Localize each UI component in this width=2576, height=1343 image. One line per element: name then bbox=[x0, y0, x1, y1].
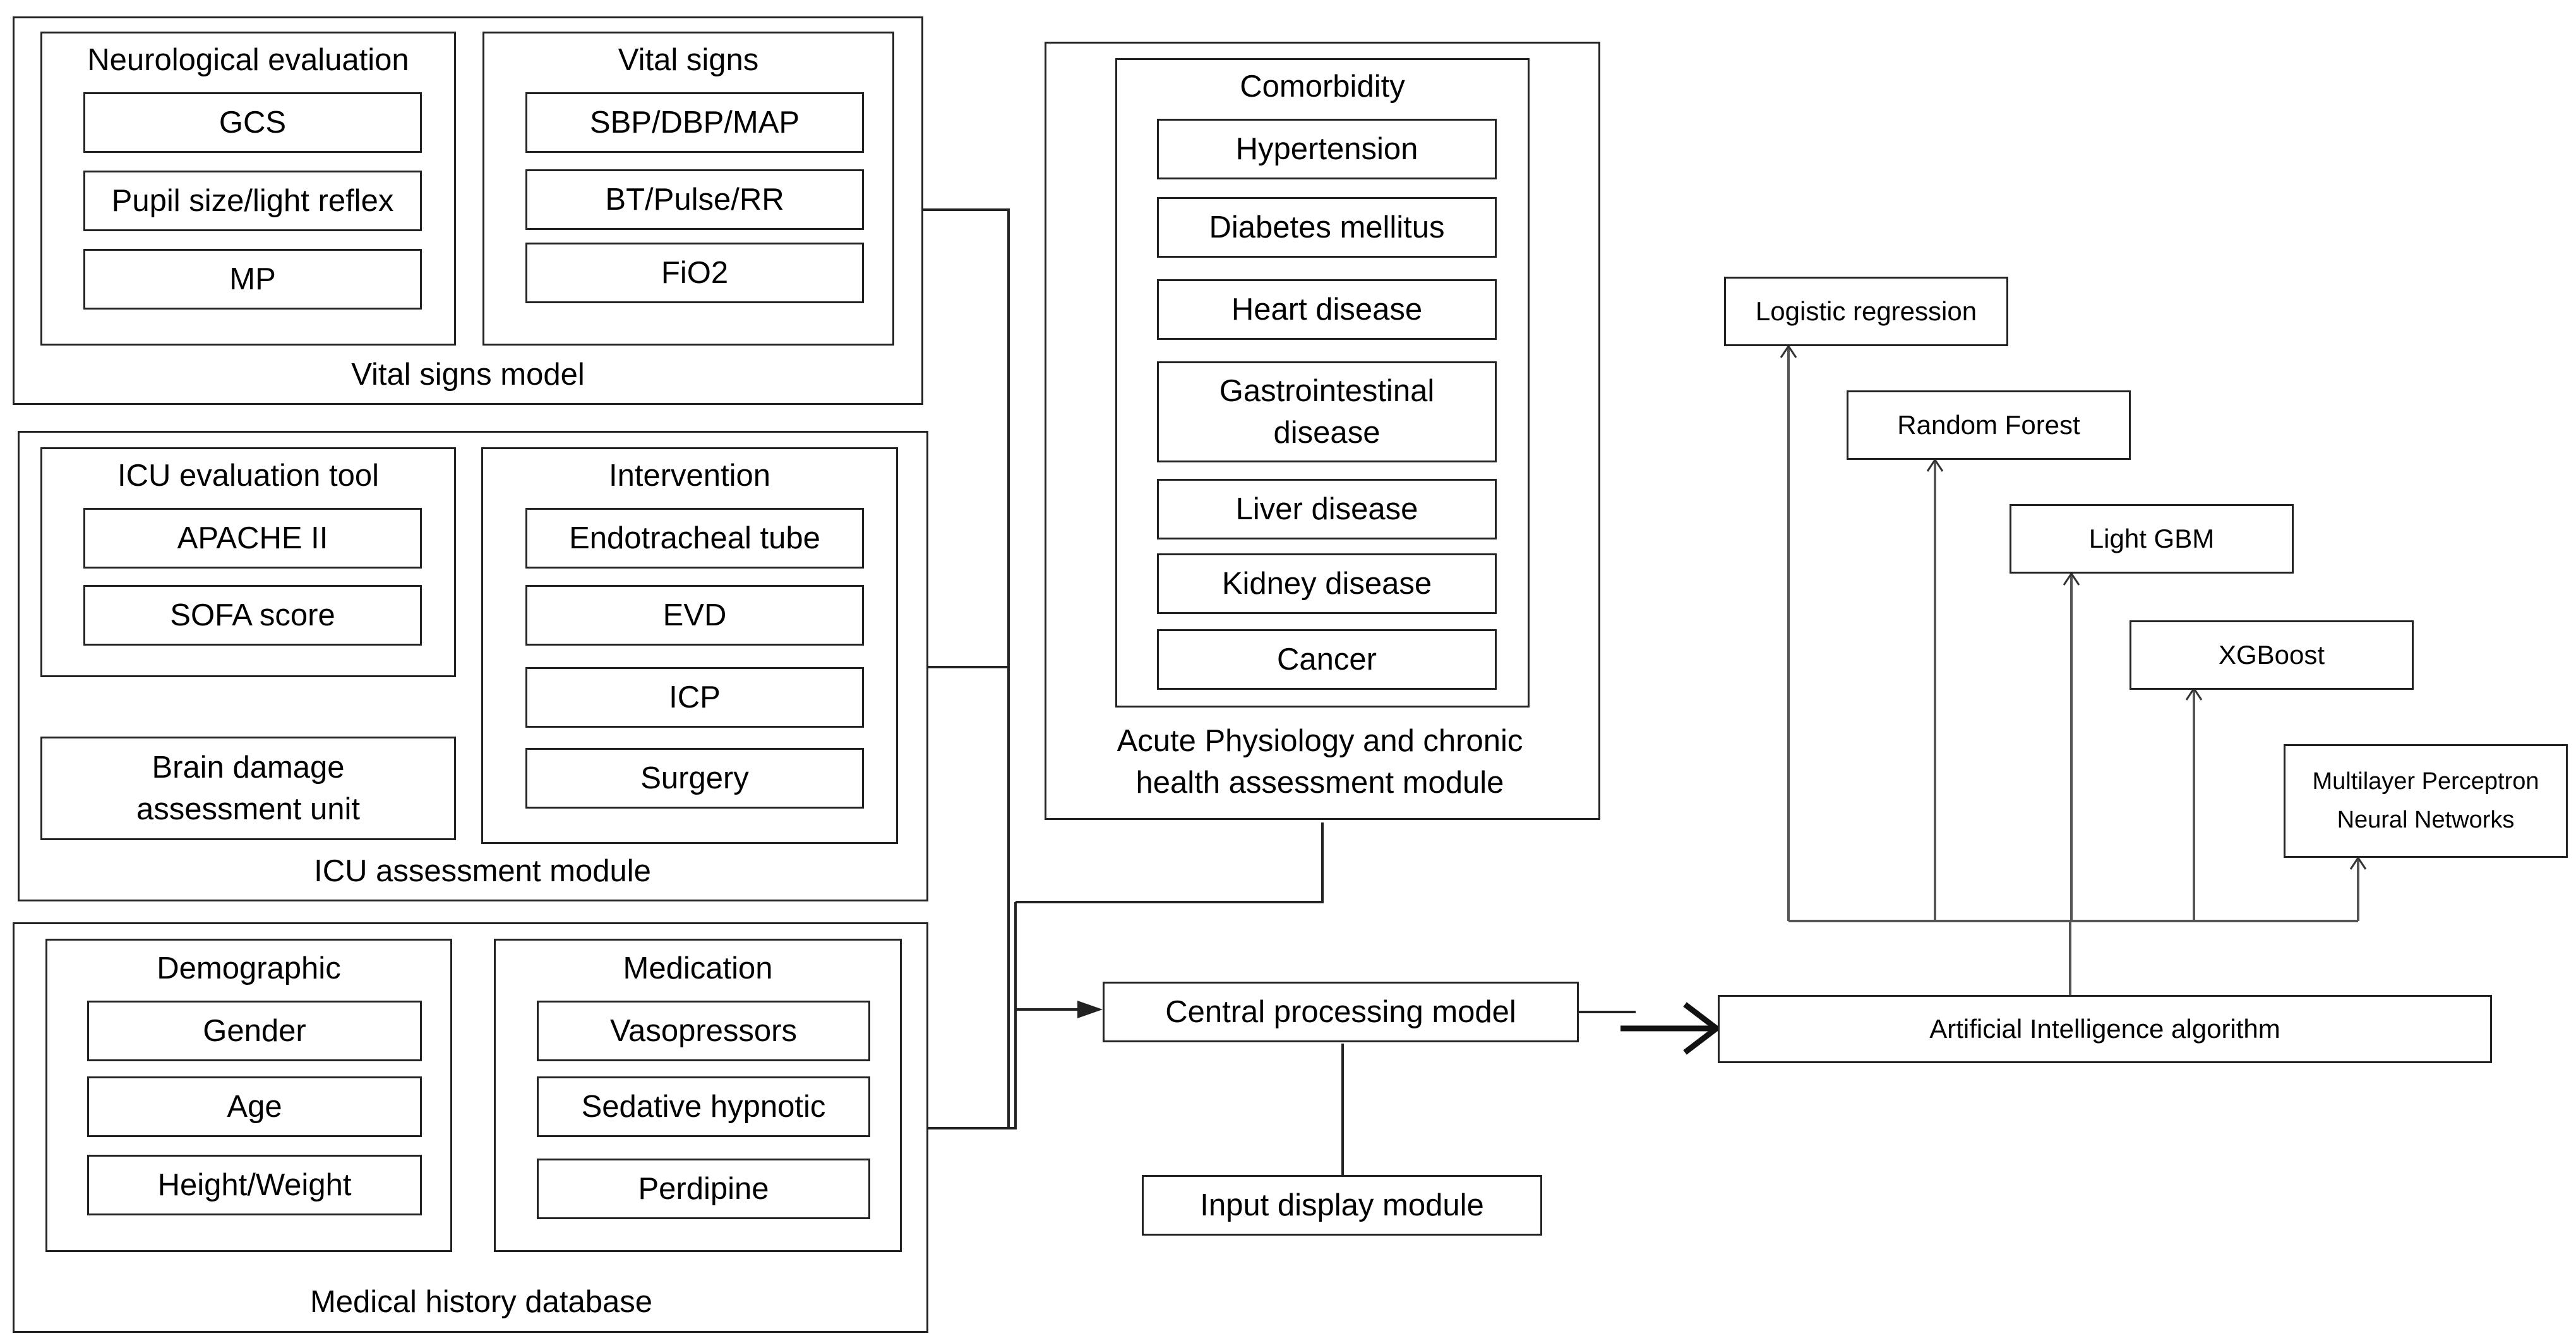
connector-vital-signs bbox=[923, 208, 1010, 1129]
acute-physiology-module-title: Acute Physiology and chronic health asse… bbox=[1117, 724, 1523, 800]
item-evd: EVD bbox=[525, 585, 864, 646]
brain-damage-assessment-unit: Brain damage assessment unit bbox=[40, 737, 456, 840]
icu-assessment-module-title: ICU assessment module bbox=[314, 854, 651, 888]
item-fio2: FiO2 bbox=[525, 243, 864, 303]
item-sofa-score: SOFA score bbox=[83, 585, 422, 646]
item-gastrointestinal-disease: Gastrointestinal disease bbox=[1157, 361, 1497, 462]
item-endotracheal-tube: Endotracheal tube bbox=[525, 508, 864, 569]
demographic-title: Demographic bbox=[157, 951, 341, 985]
medication-title: Medication bbox=[623, 951, 773, 985]
arrow-into-ai bbox=[1620, 1002, 1722, 1055]
item-sedative-hypnotic: Sedative hypnotic bbox=[537, 1076, 870, 1137]
item-icp: ICP bbox=[525, 667, 864, 728]
item-height-weight: Height/Weight bbox=[87, 1155, 422, 1215]
item-hypertension: Hypertension bbox=[1157, 119, 1497, 179]
item-gender: Gender bbox=[87, 1001, 422, 1061]
arrow-into-central bbox=[1077, 1001, 1103, 1018]
item-perdipine: Perdipine bbox=[537, 1159, 870, 1219]
intervention-title: Intervention bbox=[608, 459, 771, 493]
algo-xgboost: XGBoost bbox=[2130, 620, 2414, 690]
connector-medical-history bbox=[928, 1009, 1017, 1129]
item-cancer: Cancer bbox=[1157, 629, 1497, 690]
item-sbp-dbp-map: SBP/DBP/MAP bbox=[525, 92, 864, 153]
algo-logistic-regression: Logistic regression bbox=[1724, 277, 2008, 346]
central-processing-model: Central processing model bbox=[1103, 982, 1579, 1042]
neurological-evaluation-title: Neurological evaluation bbox=[87, 43, 409, 77]
algo-random-forest: Random Forest bbox=[1847, 390, 2131, 460]
algo-mlp-neural-networks: Multilayer Perceptron Neural Networks bbox=[2284, 744, 2568, 858]
item-gcs: GCS bbox=[83, 92, 422, 153]
item-kidney-disease: Kidney disease bbox=[1157, 553, 1497, 614]
item-vasopressors: Vasopressors bbox=[537, 1001, 870, 1061]
item-diabetes-mellitus: Diabetes mellitus bbox=[1157, 197, 1497, 258]
item-surgery: Surgery bbox=[525, 748, 864, 809]
vital-signs-model-title: Vital signs model bbox=[351, 358, 585, 392]
vital-signs-title: Vital signs bbox=[618, 43, 759, 77]
connector-acute-module bbox=[1015, 822, 1324, 903]
item-heart-disease: Heart disease bbox=[1157, 279, 1497, 340]
connector-trunk bbox=[1014, 902, 1086, 1011]
item-mp: MP bbox=[83, 249, 422, 310]
medical-history-database-title: Medical history database bbox=[309, 1285, 652, 1319]
item-pupil-size: Pupil size/light reflex bbox=[83, 171, 422, 231]
item-liver-disease: Liver disease bbox=[1157, 479, 1497, 539]
algo-light-gbm: Light GBM bbox=[2010, 504, 2294, 574]
item-age: Age bbox=[87, 1076, 422, 1137]
artificial-intelligence-algorithm: Artificial Intelligence algorithm bbox=[1718, 995, 2492, 1063]
icu-evaluation-tool-title: ICU evaluation tool bbox=[117, 459, 379, 493]
input-display-module: Input display module bbox=[1142, 1175, 1542, 1236]
comorbidity-title: Comorbidity bbox=[1240, 69, 1405, 104]
item-bt-pulse-rr: BT/Pulse/RR bbox=[525, 169, 864, 230]
item-apache-ii: APACHE II bbox=[83, 508, 422, 569]
